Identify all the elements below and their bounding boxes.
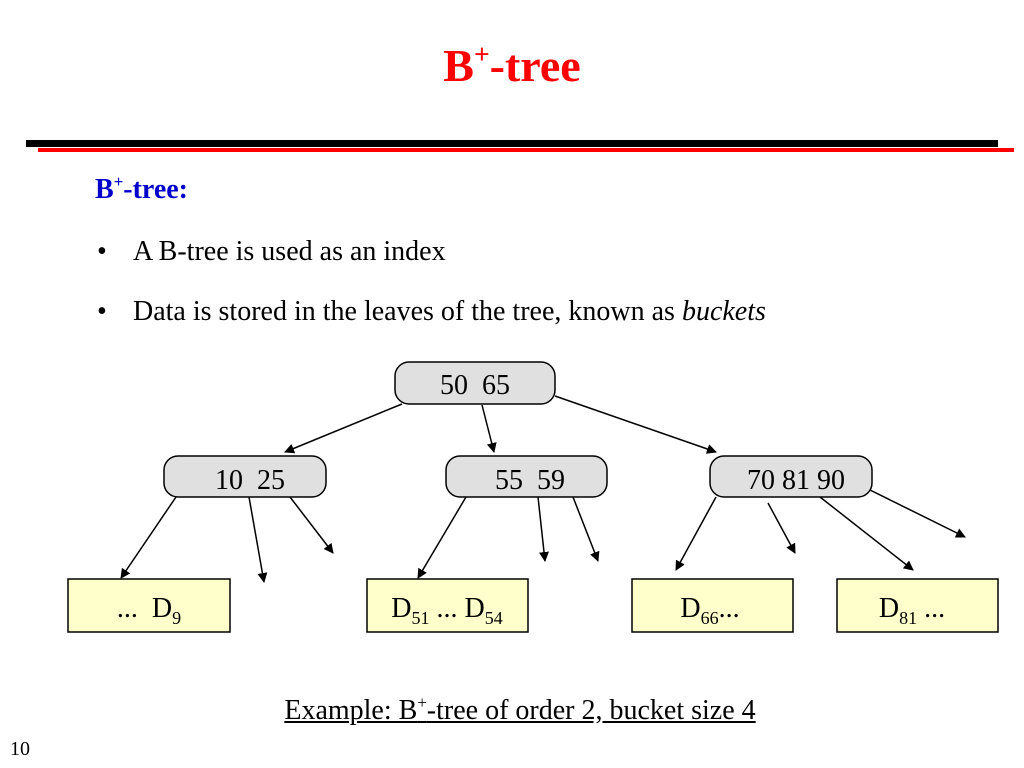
diagram-caption: Example: B+-tree of order 2, bucket size… — [0, 693, 1024, 729]
internal-node: 10 25 — [163, 455, 327, 498]
divider-black — [26, 140, 998, 147]
edge-root-right — [554, 395, 717, 454]
edge-root-left — [284, 403, 403, 454]
subhead-rest: -tree: — [123, 174, 188, 205]
bucket-label: D81 ... — [879, 593, 945, 628]
caption-sup: + — [417, 692, 427, 712]
edge-n3-p2 — [767, 502, 796, 554]
bucket: D66... — [631, 578, 794, 633]
bucket: D51 ... D54 — [366, 578, 529, 633]
internal-node: 55 59 — [445, 455, 608, 498]
page-number: 10 — [10, 738, 30, 760]
edge-n2-p3 — [572, 496, 600, 562]
subhead-main: B — [95, 174, 114, 205]
root-keys: 50 65 — [440, 370, 510, 401]
bullet-dot: • — [97, 296, 107, 327]
edge-n1-b1 — [120, 496, 177, 579]
edge-n1-p2 — [248, 496, 268, 583]
edge-n1-p3 — [289, 496, 334, 554]
edge-n2-b2 — [417, 496, 467, 579]
subheading: B+-tree: — [95, 172, 188, 208]
edge-n2-p2 — [537, 496, 549, 562]
bucket-label: ... D9 — [117, 593, 181, 628]
title-sup: + — [473, 38, 490, 70]
bullet-text: Data is stored in the leaves of the tree… — [133, 296, 682, 327]
slide-title: B+-tree — [0, 38, 1024, 94]
caption-post: -tree of order 2, bucket size 4 — [426, 695, 756, 726]
caption-pre: Example: B — [284, 695, 418, 726]
bullet-text: A B-tree is used as an index — [133, 236, 446, 267]
internal-node-keys: 10 25 — [215, 465, 285, 496]
title-main: B — [443, 40, 474, 91]
title-rest: -tree — [489, 40, 581, 91]
subhead-sup: + — [113, 171, 124, 191]
bullet-emphasis: buckets — [681, 296, 766, 327]
bucket-label: D66... — [680, 593, 739, 628]
divider-red — [38, 148, 1014, 152]
edge-n3-b3 — [675, 496, 717, 571]
bucket: D81 ... — [836, 578, 999, 633]
bullet-dot: • — [97, 236, 107, 267]
edge-root-mid — [481, 404, 497, 453]
edge-n3-p4 — [869, 489, 966, 538]
root-node: 50 65 — [394, 361, 556, 405]
internal-node-keys: 70 81 90 — [747, 465, 845, 496]
bucket: ... D9 — [67, 578, 231, 633]
bullet-buckets: • Data is stored in the leaves of the tre… — [97, 294, 766, 330]
internal-node: 70 81 90 — [709, 455, 873, 498]
bucket-label: D51 ... D54 — [391, 593, 502, 628]
edge-n3-b4 — [819, 496, 914, 571]
internal-node-keys: 55 59 — [495, 465, 565, 496]
bullet-index: • A B-tree is used as an index — [97, 234, 446, 270]
